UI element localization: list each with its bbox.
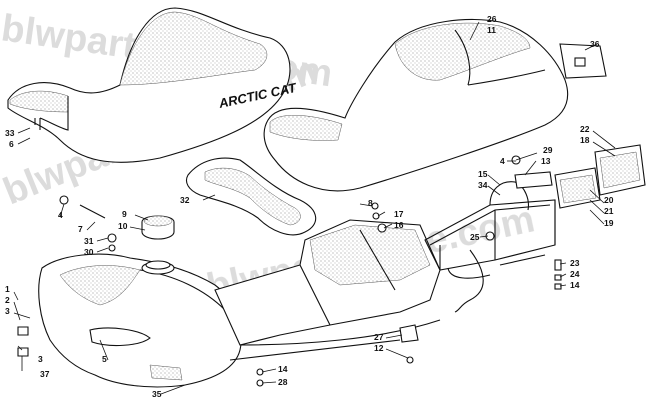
rear-plate-part: [559, 43, 607, 79]
seat-left: ARCTIC CAT: [7, 7, 298, 163]
callout-4-rear: 4: [500, 156, 505, 166]
callout-23: 23: [570, 258, 580, 268]
fuel-cap: [141, 215, 175, 240]
callout-2: 2: [5, 295, 10, 305]
small-hardware: [17, 118, 562, 387]
luggage-rack: [424, 181, 556, 279]
bracket-part: [514, 171, 553, 189]
callout-26: 26: [487, 14, 497, 24]
callout-32: 32: [180, 195, 190, 205]
side-panel-part: [185, 157, 317, 236]
callout-21: 21: [604, 206, 614, 216]
taillight-assembly: [554, 144, 646, 209]
callout-35: 35: [152, 389, 162, 399]
callout-5: 5: [102, 354, 107, 364]
wire-harness: [454, 249, 484, 313]
fuel-tank: [38, 253, 242, 388]
callout-17: 17: [394, 209, 404, 219]
callout-3-lower: 3: [38, 354, 43, 364]
callout-7: 7: [78, 224, 83, 234]
callout-27: 27: [374, 332, 384, 342]
callout-8: 8: [368, 198, 373, 208]
callout-numbers: 33 6 26 11 36 22 18 29 4 13 15 34 20 21 …: [5, 14, 614, 399]
callout-37: 37: [40, 369, 50, 379]
callout-1: 1: [5, 284, 10, 294]
callout-11: 11: [487, 25, 496, 35]
callout-14-bottom: 14: [278, 364, 288, 374]
callout-22: 22: [580, 124, 590, 134]
callout-31: 31: [84, 236, 94, 246]
callout-6: 6: [9, 139, 14, 149]
callout-28: 28: [278, 377, 288, 387]
callout-33: 33: [5, 128, 15, 138]
callout-3-upper: 3: [5, 306, 10, 316]
seat-right: [263, 18, 569, 192]
callout-4-tank: 4: [58, 210, 63, 220]
callout-20: 20: [604, 195, 614, 205]
callout-19: 19: [604, 218, 614, 228]
callout-29: 29: [543, 145, 553, 155]
callout-15: 15: [478, 169, 488, 179]
callout-16: 16: [394, 220, 404, 230]
leader-lines: [13, 21, 616, 395]
callout-30: 30: [84, 247, 94, 257]
seat-base-frame: [214, 219, 441, 361]
callout-10: 10: [118, 221, 128, 231]
callout-18: 18: [580, 135, 590, 145]
callout-36: 36: [590, 39, 600, 49]
callout-34: 34: [478, 180, 488, 190]
callout-25: 25: [470, 232, 480, 242]
callout-9: 9: [122, 209, 127, 219]
callout-14-rack: 14: [570, 280, 580, 290]
callout-24: 24: [570, 269, 580, 279]
callout-13: 13: [541, 156, 551, 166]
callout-12: 12: [374, 343, 384, 353]
